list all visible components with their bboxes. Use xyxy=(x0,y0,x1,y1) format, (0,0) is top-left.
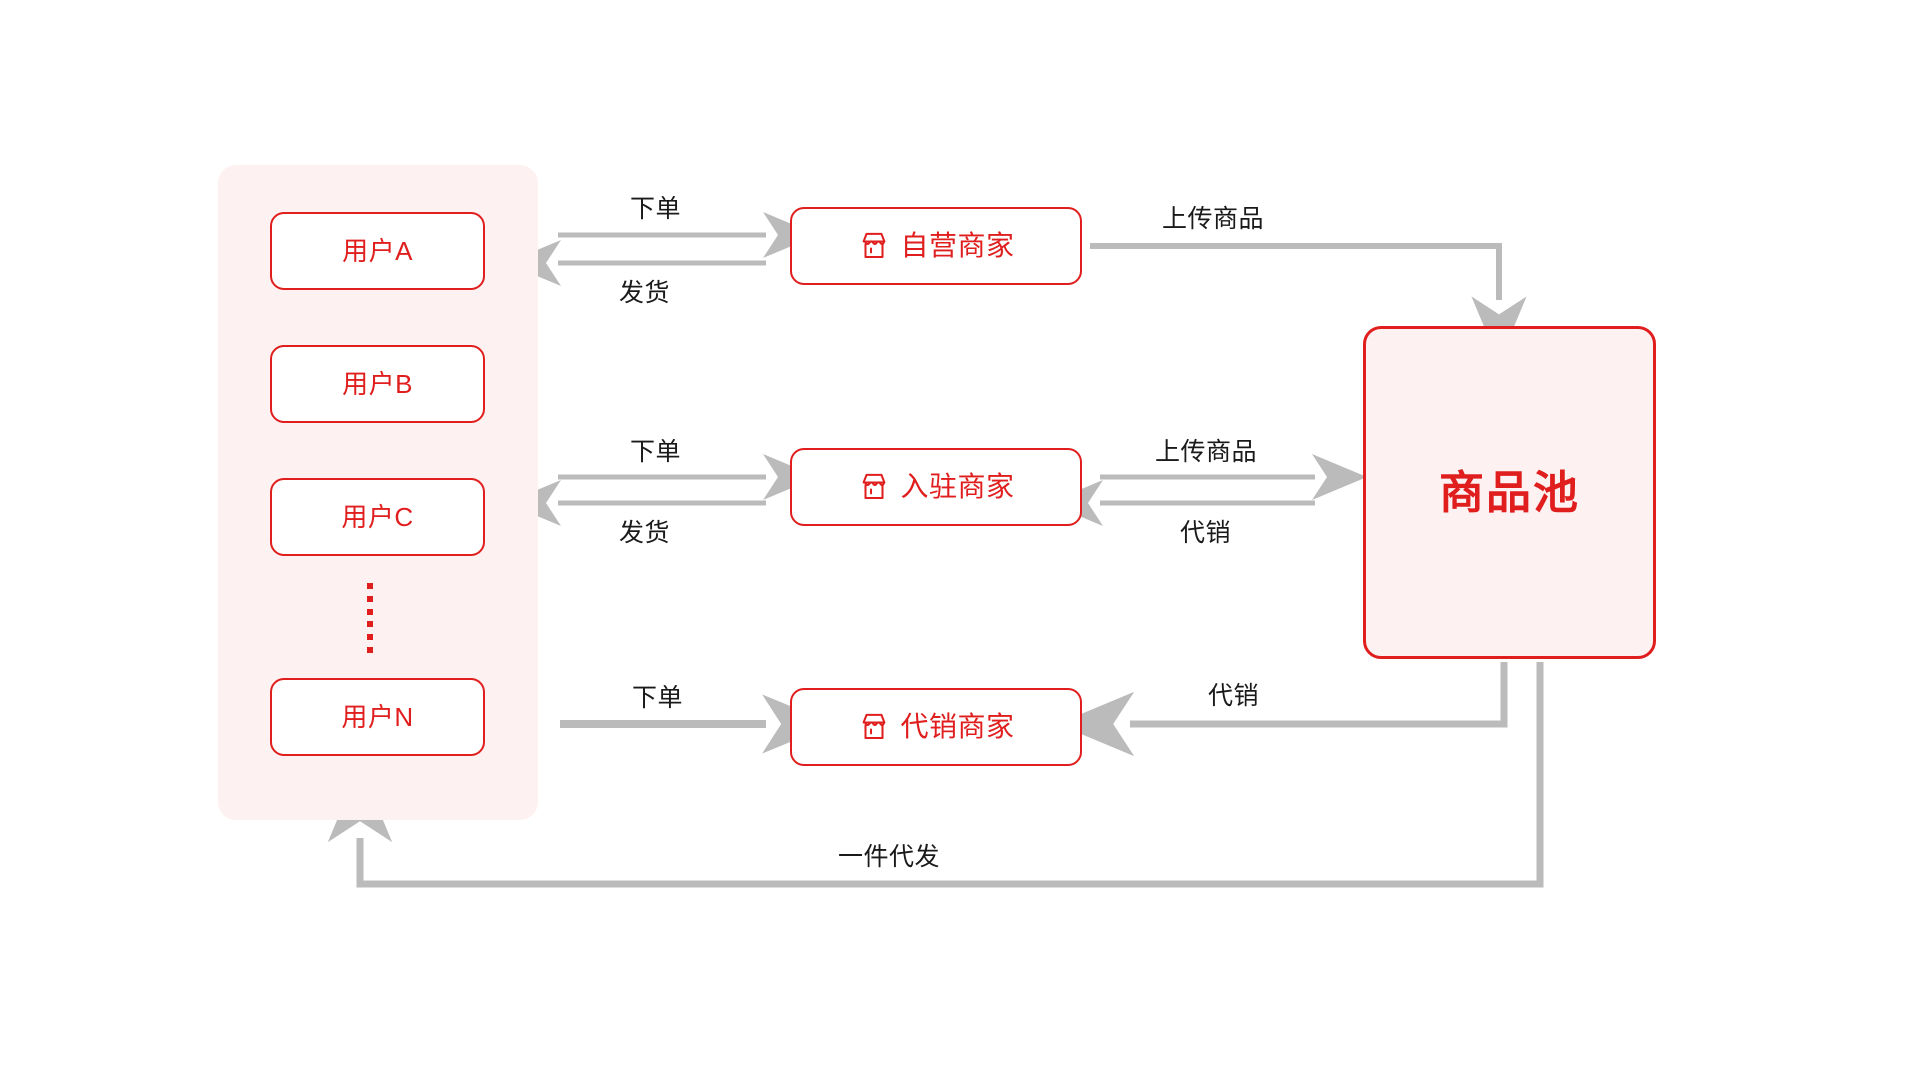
edge-label-pool-to-joined-consign: 代销 xyxy=(1180,519,1232,547)
edge-label-user-to-agent-order: 下单 xyxy=(632,684,684,712)
user-box-c[interactable]: 用户C xyxy=(270,478,485,556)
ellipsis-dot xyxy=(367,583,373,589)
vertical-ellipsis-icon xyxy=(366,583,374,653)
user-box-n[interactable]: 用户N xyxy=(270,678,485,756)
users-panel: 用户A 用户B 用户C 用户N xyxy=(218,165,538,820)
user-label-b: 用户B xyxy=(342,369,413,399)
edge-label-user-to-joined-order: 下单 xyxy=(630,438,682,466)
edge-label-joined-to-user-ship: 发货 xyxy=(619,519,671,547)
user-box-a[interactable]: 用户A xyxy=(270,212,485,290)
user-label-a: 用户A xyxy=(342,236,413,266)
merchant-label-consignment: 代销商家 xyxy=(900,711,1015,742)
shop-icon xyxy=(863,473,886,500)
ellipsis-dot xyxy=(367,646,373,653)
ellipsis-dot xyxy=(367,634,373,641)
product-pool-label: 商品池 xyxy=(1438,467,1580,518)
merchant-label-self-operated: 自营商家 xyxy=(900,230,1015,261)
merchant-label-onboarded: 入驻商家 xyxy=(900,471,1015,502)
ellipsis-dot xyxy=(367,595,373,602)
merchant-box-consignment[interactable]: 代销商家 xyxy=(790,688,1082,766)
edge-pool-to-agent-consign xyxy=(1057,662,1508,757)
edge-label-self-to-pool-upload: 上传商品 xyxy=(1162,205,1265,233)
merchant-box-onboarded[interactable]: 入驻商家 xyxy=(790,448,1082,526)
edge-label-pool-to-agent-consign: 代销 xyxy=(1208,682,1260,710)
shop-icon xyxy=(863,713,886,740)
user-label-c: 用户C xyxy=(341,502,414,532)
edge-label-user-to-self-order: 下单 xyxy=(630,195,682,223)
product-pool-box[interactable]: 商品池 xyxy=(1363,326,1656,659)
merchant-box-self-operated[interactable]: 自营商家 xyxy=(790,207,1082,285)
edge-label-self-to-user-ship: 发货 xyxy=(619,279,671,307)
edge-self-to-pool-upload xyxy=(1090,243,1527,363)
edge-label-joined-to-pool-upload: 上传商品 xyxy=(1155,438,1258,466)
ellipsis-dot xyxy=(367,608,373,615)
ellipsis-dot xyxy=(367,621,373,628)
edge-label-pool-to-user-dropship: 一件代发 xyxy=(838,843,941,871)
user-label-n: 用户N xyxy=(341,702,414,732)
user-box-b[interactable]: 用户B xyxy=(270,345,485,423)
shop-icon xyxy=(863,232,886,259)
